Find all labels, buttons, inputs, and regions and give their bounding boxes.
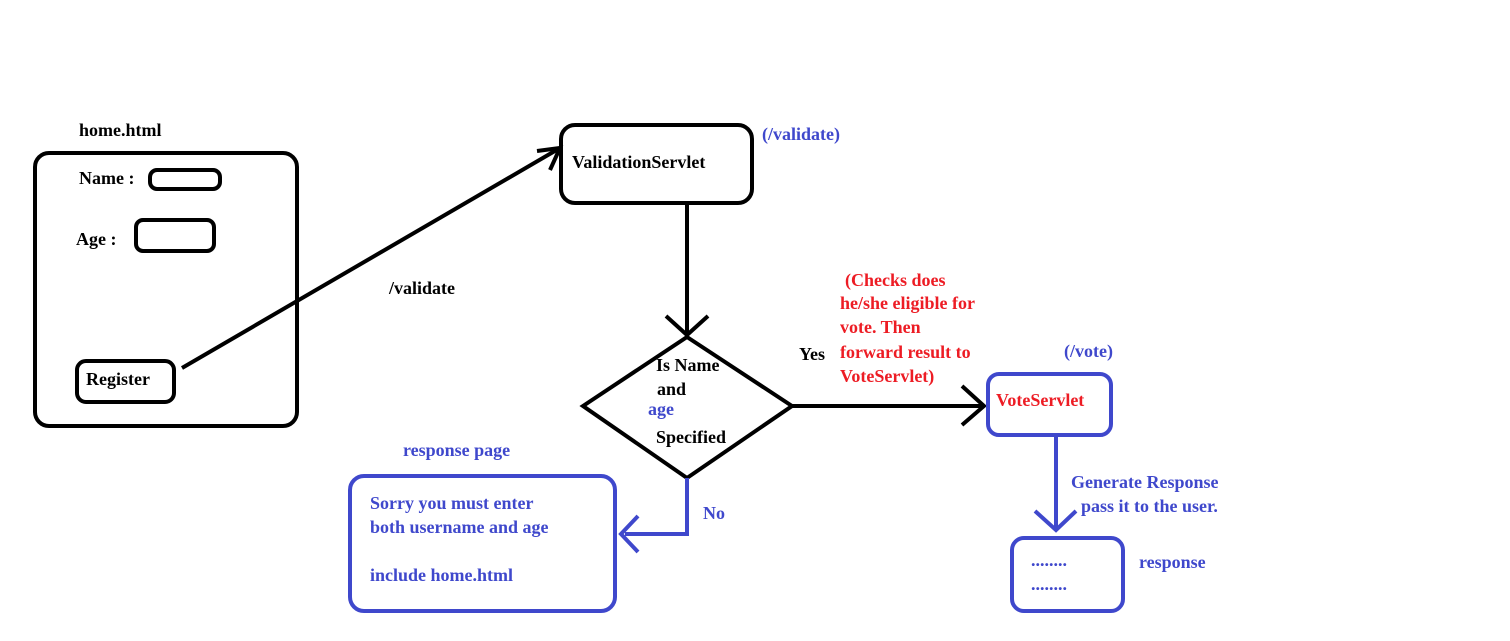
- yes-arrow-head: [960, 384, 988, 427]
- decision-line3: age: [648, 399, 674, 419]
- register-button-box: [75, 359, 176, 404]
- note-line2: he/she eligible for: [840, 293, 975, 313]
- decision-line1: Is Name: [656, 355, 720, 375]
- yes-label: Yes: [799, 344, 825, 364]
- vote-servlet-path: (/vote): [1064, 341, 1113, 362]
- note-line1: (Checks does: [845, 270, 946, 291]
- vote-arrow-head: [1033, 509, 1078, 533]
- name-label: Name :: [79, 168, 134, 188]
- note-line3: vote. Then: [840, 317, 921, 337]
- response-label: response: [1139, 552, 1206, 572]
- no-label: No: [703, 503, 725, 523]
- register-label: Register: [86, 369, 150, 389]
- age-input-box: [134, 218, 216, 253]
- generate-line1: Generate Response: [1071, 472, 1218, 492]
- validation-servlet-path: (/validate): [762, 124, 840, 145]
- name-input-box: [148, 168, 222, 191]
- home-title: home.html: [79, 120, 162, 140]
- validate-edge-label: /validate: [388, 278, 455, 298]
- decision-line4: Specified: [656, 427, 726, 447]
- age-label: Age :: [76, 229, 116, 249]
- validation-servlet-label: ValidationServlet: [572, 152, 705, 172]
- response-dots1: ........: [1031, 550, 1067, 570]
- response-page-line1: Sorry you must enter: [370, 493, 533, 513]
- home-form-box: [33, 151, 299, 428]
- response-page-box: [348, 474, 617, 613]
- register-to-validation-arrow: [180, 146, 562, 370]
- validation-servlet-box: [559, 123, 754, 205]
- note-line4: forward result to: [840, 342, 971, 362]
- response-page-line2: both username and age: [370, 517, 549, 537]
- no-arrow-head: [618, 514, 640, 554]
- vote-servlet-label: VoteServlet: [996, 390, 1084, 410]
- decision-line2: and: [657, 379, 686, 399]
- response-page-title: response page: [403, 440, 510, 460]
- note-line5: VoteServlet): [840, 366, 934, 387]
- response-dots2: ........: [1031, 574, 1067, 594]
- vote-servlet-box: [986, 372, 1113, 437]
- response-page-line3: include home.html: [370, 565, 513, 585]
- no-arrow: [625, 478, 689, 536]
- response-box: [1010, 536, 1125, 613]
- generate-line2: pass it to the user.: [1081, 496, 1218, 516]
